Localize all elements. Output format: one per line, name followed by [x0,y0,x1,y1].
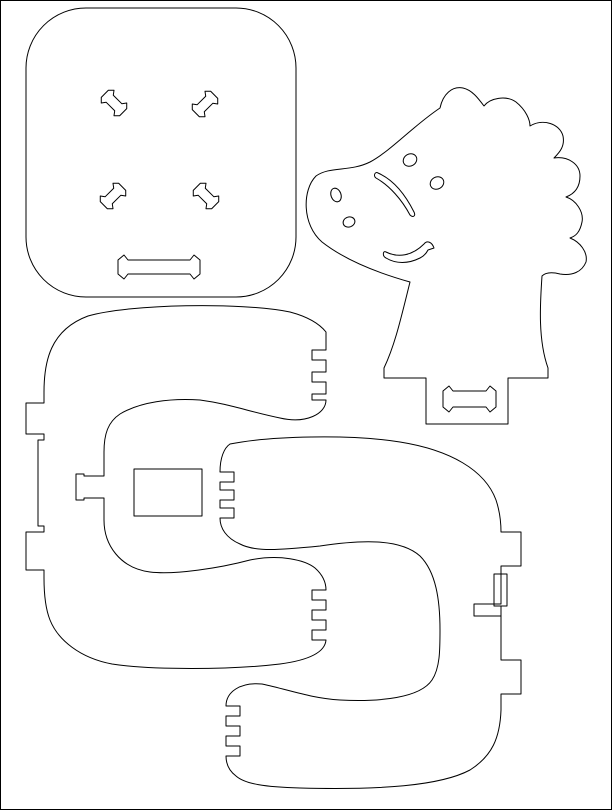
diamond-slot [99,182,127,210]
upper-s-outline [25,305,327,669]
tab-slot [442,385,497,413]
upper-s-body [25,305,327,669]
diamond-slot [191,90,219,118]
tab-slot [117,254,201,280]
window [133,468,203,517]
nostril [330,187,342,203]
diamond-slot [100,89,128,117]
eye [429,176,445,190]
lower-s-body [219,436,522,789]
horse-head [305,87,587,425]
eye [402,153,418,167]
base-plate-outline [25,7,297,298]
diamond-slot [192,182,220,210]
horse-head-outline [305,87,587,425]
square-base-plate [25,7,297,298]
lower-s-outline [219,436,522,789]
nostril [342,216,356,228]
brow [374,172,416,217]
mouth [382,241,435,263]
